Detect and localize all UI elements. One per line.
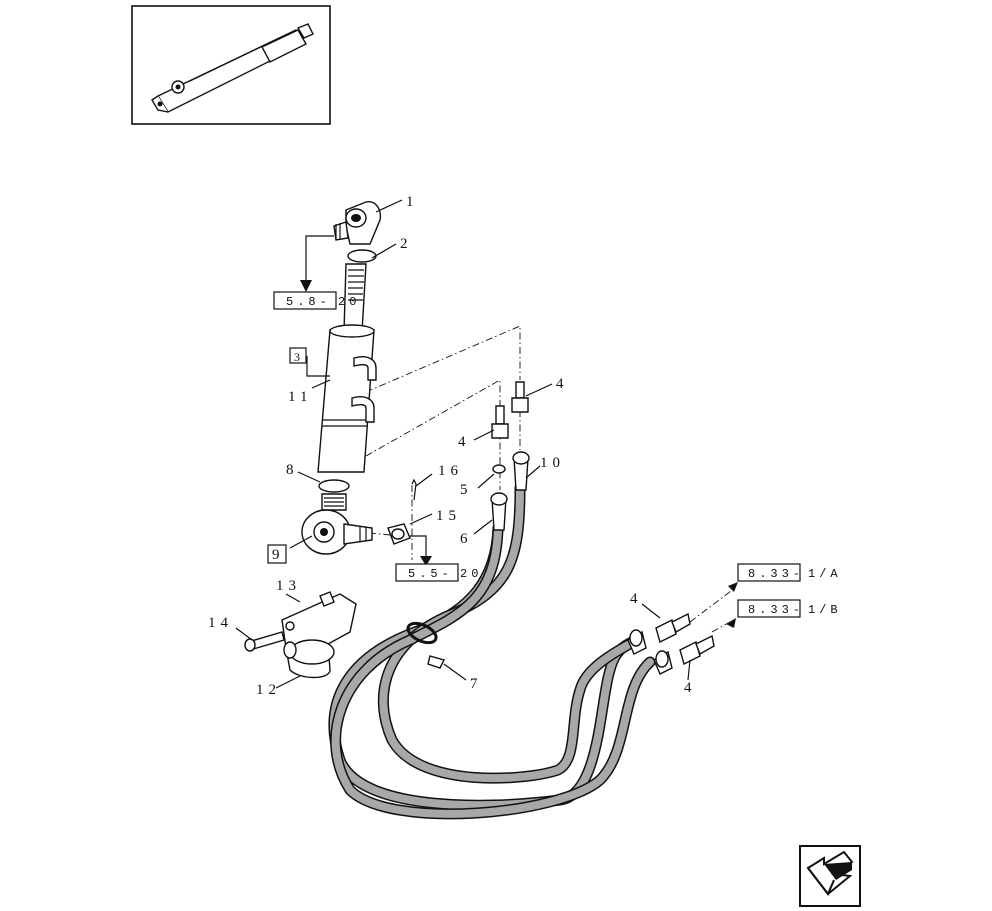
cylinder-base-eye: [301, 493, 373, 555]
callout-5: 5: [460, 482, 473, 498]
callout-1: 1: [406, 194, 419, 210]
callout-10: 10: [540, 455, 565, 471]
lock-nut-lower: [318, 479, 350, 493]
rod-end-fitting: [333, 201, 382, 245]
hydraulic-hoses: [328, 482, 656, 820]
hydraulic-cylinder: [317, 263, 377, 473]
return-arrow-icon[interactable]: [799, 845, 861, 907]
cap-and-pin: [387, 478, 417, 545]
ref-3-box: 8.33-: [748, 567, 804, 581]
callout-8: 8: [286, 462, 299, 478]
lock-nut-upper: [347, 249, 377, 263]
ref-3-tail: 1/A: [808, 567, 842, 581]
ref-2-tail: 20: [460, 567, 482, 581]
ref-1-tail: 20: [338, 295, 360, 309]
callout-6: 6: [460, 531, 473, 547]
callout-2: 2: [400, 236, 413, 252]
callout-14: 14: [208, 615, 233, 631]
reference-arrows: [300, 235, 738, 628]
callout-12: 12: [256, 682, 281, 698]
ref-4-box: 8.33-: [748, 603, 804, 617]
ref-2-box: 5.5-: [408, 567, 453, 581]
adapter-fittings: [491, 381, 715, 666]
callout-4b: 4: [458, 434, 471, 450]
callout-13: 13: [276, 578, 301, 594]
callout-4c: 4: [630, 591, 643, 607]
callout-4a: 4: [556, 376, 569, 392]
reference-boxes: 5.8- 20 5.5- 20 8.33- 1/A 8.33- 1/B: [273, 291, 842, 618]
callout-16: 16: [438, 463, 463, 479]
hose-clamp: [406, 621, 446, 669]
callout-numbers: 1 2 3 11 4 4 8 16 10 5 15 6 9 13 14 12 7…: [208, 194, 697, 698]
callout-7: 7: [470, 676, 483, 692]
leader-lines: [235, 199, 691, 689]
callout-3: 3: [294, 350, 305, 364]
callout-11: 11: [288, 389, 312, 405]
ref-4-tail: 1/B: [808, 603, 842, 617]
pin-bracket: [244, 591, 357, 679]
callout-9: 9: [272, 547, 285, 563]
hydraulic-cylinder-thumbnail: [131, 5, 331, 125]
ref-1-box: 5.8-: [286, 295, 331, 309]
callout-15: 15: [436, 508, 461, 524]
hose-end-fittings: [490, 451, 673, 675]
callout-4d: 4: [684, 680, 697, 696]
